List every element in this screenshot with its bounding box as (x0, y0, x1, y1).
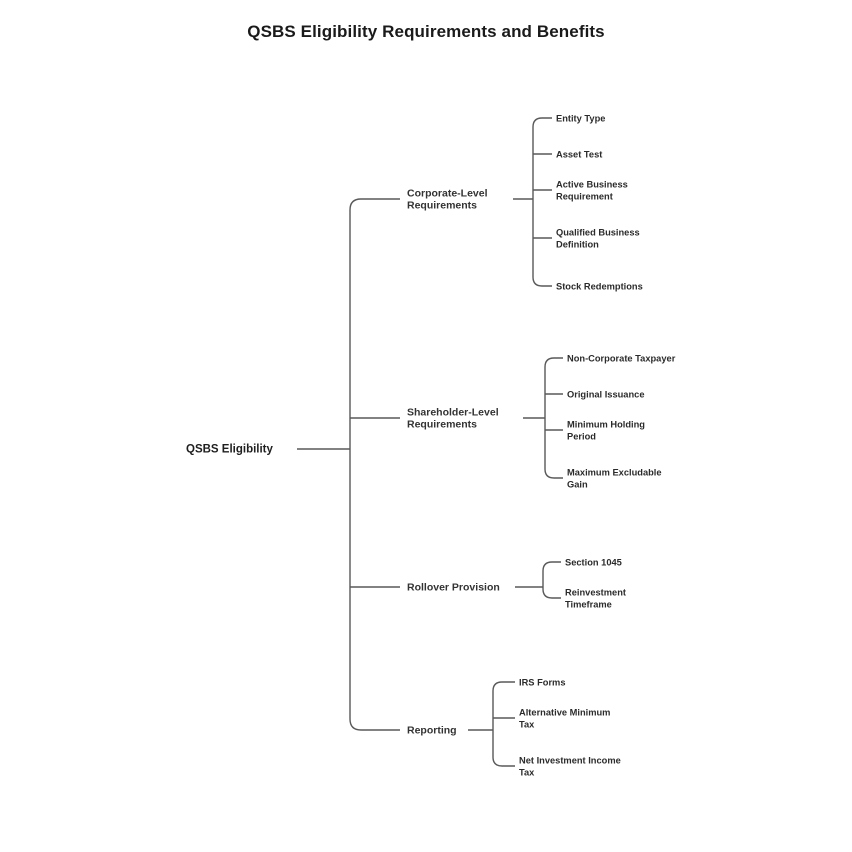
node-leaf-shareholder-non-corporate-taxpayer[interactable]: Non-Corporate Taxpayer (567, 354, 676, 364)
main-bracket-spine (349, 198, 400, 731)
node-leaf-corporate-asset-test[interactable]: Asset Test (556, 150, 602, 160)
leaf-bracket-corporate-spine (532, 117, 552, 287)
leaf-bracket-reporting-spine (492, 681, 515, 767)
node-branch-rollover[interactable]: Rollover Provision (407, 582, 500, 594)
node-leaf-reporting-irs-forms[interactable]: IRS Forms (519, 678, 566, 688)
connector-links (297, 117, 563, 767)
node-branch-reporting[interactable]: Reporting (407, 725, 457, 737)
page-title: QSBS Eligibility Requirements and Benefi… (247, 22, 605, 41)
node-leaf-shareholder-original-issuance[interactable]: Original Issuance (567, 390, 645, 400)
leaf-bracket-shareholder-spine (544, 357, 563, 479)
node-leaf-rollover-section-1045[interactable]: Section 1045 (565, 558, 622, 568)
node-leaf-corporate-entity-type[interactable]: Entity Type (556, 114, 605, 124)
leaf-bracket-rollover-spine (542, 561, 561, 599)
node-leaf-corporate-stock-redemptions[interactable]: Stock Redemptions (556, 282, 643, 292)
node-root-qsbs-eligibility[interactable]: QSBS Eligibility (186, 444, 274, 456)
